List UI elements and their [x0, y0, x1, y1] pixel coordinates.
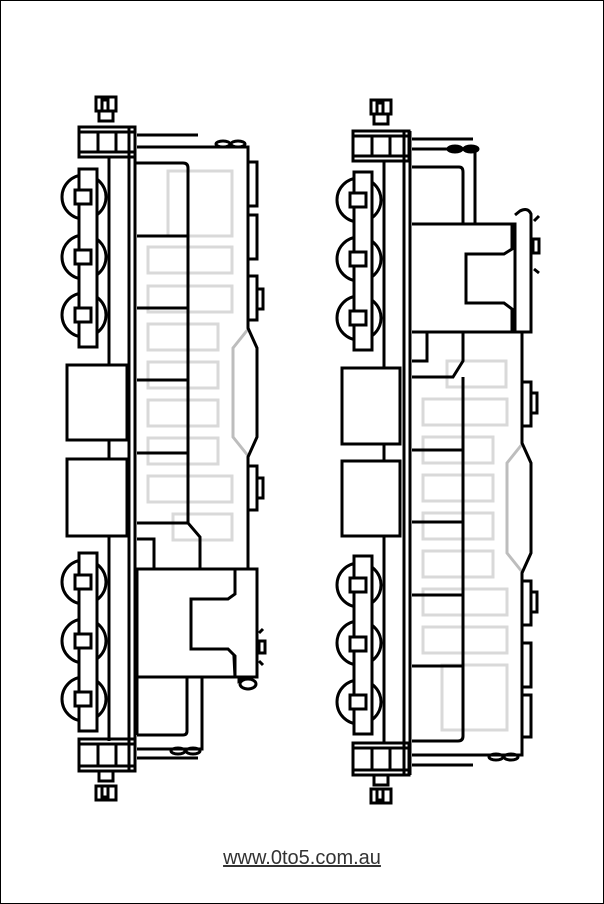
website-link[interactable]: www.0to5.com.au [223, 847, 381, 869]
left-locomotive [60, 95, 267, 802]
right-locomotive [335, 98, 541, 805]
